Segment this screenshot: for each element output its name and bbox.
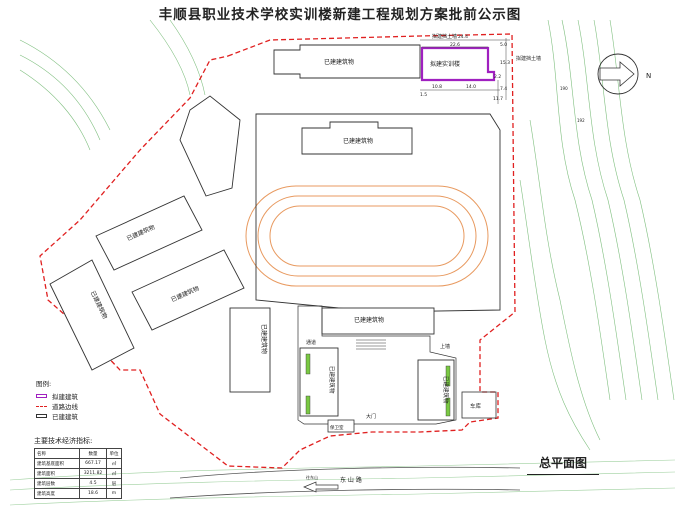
indicators-table-section: 主要技术经济指标: 名称 数量 单位 建筑基底面积 667.17 ㎡ 建筑面积 … bbox=[34, 436, 122, 499]
drawing-name: 总平面图 bbox=[527, 454, 600, 475]
table-row: 建筑面积 3211.82 ㎡ bbox=[34, 468, 122, 479]
legend-label: 拟建建筑 bbox=[52, 393, 78, 401]
dim-d7: 1.5 bbox=[420, 92, 427, 98]
label-existing-top: 已建建筑物 bbox=[324, 58, 354, 66]
dim-d9: 7.4 bbox=[500, 86, 507, 92]
existing-building-top bbox=[273, 44, 421, 79]
contour-lines bbox=[519, 19, 675, 451]
north-label: N bbox=[646, 72, 651, 80]
contour-label-2: 192 bbox=[577, 118, 585, 123]
dim-d6: 14.0 bbox=[466, 84, 476, 90]
table-cell: 3211.82 bbox=[79, 468, 107, 479]
table-cell: 建筑面积 bbox=[34, 468, 80, 479]
table-cell: 4.5 bbox=[79, 478, 107, 489]
legend-label: 已建建筑 bbox=[52, 413, 78, 421]
dim-d5: 10.8 bbox=[432, 84, 442, 90]
stairs bbox=[356, 339, 386, 350]
table-cell: 667.17 bbox=[79, 458, 107, 469]
contour-label-1: 190 bbox=[560, 86, 568, 91]
legend-swatch-existing bbox=[36, 414, 47, 418]
label-upper-wall: 上墙 bbox=[440, 343, 450, 350]
existing-building-left-4 bbox=[179, 95, 241, 197]
indicators-table: 名称 数量 单位 建筑基底面积 667.17 ㎡ 建筑面积 3211.82 ㎡ … bbox=[34, 448, 122, 499]
indicators-title: 主要技术经济指标: bbox=[34, 437, 93, 445]
road-edge bbox=[179, 466, 521, 479]
north-arrow bbox=[597, 53, 639, 95]
road-edge-bottom bbox=[169, 488, 521, 499]
page-title: 丰顺县职业技术学校实训楼新建工程规划方案批前公示图 bbox=[158, 7, 522, 23]
label-road-arrow: 往东山 bbox=[306, 474, 318, 480]
legend-title: 图例: bbox=[36, 380, 52, 388]
dim-d10: 11.7 bbox=[493, 96, 503, 102]
table-cell: 层 bbox=[106, 478, 122, 489]
existing-building-south-block bbox=[321, 307, 435, 335]
table-cell: m bbox=[106, 488, 122, 499]
dimension-lines bbox=[420, 38, 510, 104]
table-cell: 建筑高度 bbox=[34, 488, 80, 499]
existing-building-center bbox=[229, 307, 271, 393]
label-retaining-wall-top: 拟建挡土墙 bbox=[432, 33, 457, 40]
existing-building-left-2 bbox=[131, 249, 245, 331]
green-strips bbox=[305, 353, 451, 417]
table-header-cell: 数量 bbox=[79, 448, 107, 459]
legend-item-road-edge: 道路边线 bbox=[36, 401, 78, 411]
existing-building-left-1 bbox=[95, 195, 203, 271]
table-cell: 建筑层数 bbox=[34, 478, 80, 489]
table-row: 建筑高度 18.6 m bbox=[34, 488, 122, 499]
contour-lines-left bbox=[19, 19, 206, 151]
table-header-cell: 名称 bbox=[34, 448, 80, 459]
dim-d2: 22.6 bbox=[450, 42, 460, 48]
dim-d1: 24.4 bbox=[458, 34, 468, 40]
table-header-cell: 单位 bbox=[106, 448, 122, 459]
legend-item-existing: 已建建筑 bbox=[36, 411, 78, 421]
dim-d4: 15.3 bbox=[500, 60, 510, 66]
table-cell: ㎡ bbox=[106, 458, 122, 469]
garage bbox=[461, 391, 497, 419]
label-gate: 大门 bbox=[366, 413, 376, 420]
planned-training-building bbox=[420, 46, 496, 82]
legend-swatch-road-edge bbox=[36, 405, 47, 407]
label-existing-west: 已建建筑物 bbox=[328, 366, 336, 394]
existing-building-left-3 bbox=[49, 259, 135, 371]
table-cell: ㎡ bbox=[106, 468, 122, 479]
legend-label: 道路边线 bbox=[52, 403, 78, 411]
courtyard-outline bbox=[297, 305, 457, 425]
label-road: 东 山 路 bbox=[340, 476, 362, 484]
table-row: 建筑层数 4.5 层 bbox=[34, 478, 122, 489]
running-track bbox=[245, 185, 489, 287]
table-row: 建筑基底面积 667.17 ㎡ bbox=[34, 458, 122, 469]
legend: 图例: 拟建建筑 道路边线 已建建筑 bbox=[36, 378, 78, 421]
road-arrow-icon bbox=[303, 481, 339, 493]
table-cell: 建筑基底面积 bbox=[34, 458, 80, 469]
site-boundary bbox=[39, 33, 516, 469]
table-header-row: 名称 数量 单位 bbox=[34, 448, 122, 459]
label-guard-room: 保卫室 bbox=[330, 424, 344, 431]
label-existing-south: 已建建筑物 bbox=[354, 316, 384, 324]
legend-item-planned: 拟建建筑 bbox=[36, 391, 78, 401]
label-garage: 车库 bbox=[470, 402, 482, 410]
label-existing-center: 已建建筑物 bbox=[260, 324, 268, 354]
label-passage: 通道 bbox=[306, 339, 316, 346]
label-existing-east: 已建建筑物 bbox=[442, 376, 450, 404]
table-cell: 18.6 bbox=[79, 488, 107, 499]
existing-building-middle bbox=[301, 121, 413, 155]
dim-d8: 2.2 bbox=[494, 74, 501, 80]
guard-room bbox=[327, 419, 355, 433]
dim-d3: 5.0 bbox=[500, 42, 507, 48]
label-existing-middle: 已建建筑物 bbox=[343, 137, 373, 145]
label-planned-building: 拟建实训楼 bbox=[430, 60, 460, 68]
label-retaining-wall-right: 拟建挡土墙 bbox=[516, 55, 541, 62]
sports-field-enclosure bbox=[255, 113, 501, 313]
legend-swatch-planned bbox=[36, 394, 47, 398]
